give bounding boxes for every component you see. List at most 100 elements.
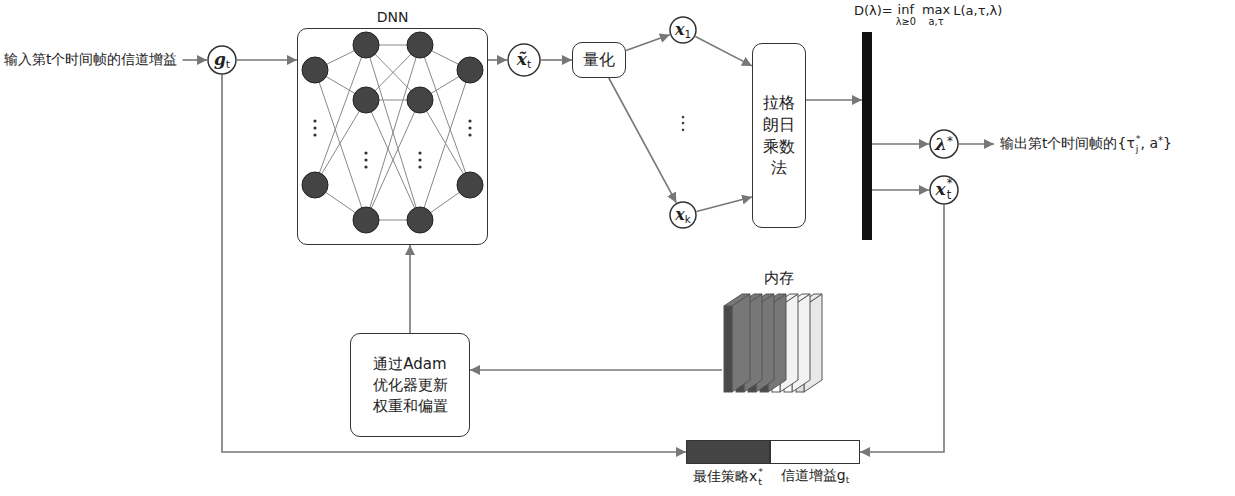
policy-block: 最佳策略x*t <box>686 440 770 464</box>
connector <box>626 35 670 51</box>
connector <box>860 205 944 452</box>
connector <box>237 59 297 61</box>
circle-shape <box>930 176 958 204</box>
dual-bar: D(λ)=infλ≥0maxa,τL(a,τ,λ) <box>862 32 872 240</box>
text-fragment: k <box>685 213 691 225</box>
ellipsis-dot <box>313 133 316 136</box>
script-stack: *j <box>1136 134 1141 153</box>
output-arrow <box>959 143 994 145</box>
node-text: DNN <box>377 9 409 25</box>
text-fragment: * <box>947 178 953 190</box>
text-fragment: 最佳策略x <box>693 468 757 484</box>
connector <box>697 197 753 212</box>
text-fragment: x̃ <box>517 49 527 69</box>
node-text: λ* <box>935 134 953 154</box>
text-fragment: t <box>527 58 531 71</box>
circle-shape <box>670 17 696 43</box>
text-fragment: ⋮ <box>674 112 692 133</box>
ellipsis-dot <box>313 126 316 129</box>
circle-shape <box>930 130 958 158</box>
text-fragment: 输出第t个时间帧的{τ <box>1000 135 1135 151</box>
text-fragment: j <box>1136 144 1141 154</box>
connector <box>541 59 572 61</box>
node-text: 内存 <box>764 269 794 288</box>
variable-circle: xk <box>669 201 697 229</box>
neuron <box>353 207 379 233</box>
connector <box>872 189 929 191</box>
circle-shape <box>508 44 540 76</box>
ellipsis-dot <box>418 165 421 168</box>
connector <box>488 59 507 61</box>
ellipsis-dot <box>364 165 367 168</box>
text-fragment: λ≥0 <box>896 17 916 28</box>
script-stack: *t <box>947 178 953 201</box>
neuron <box>353 32 379 58</box>
variable-circle: gt <box>207 45 237 75</box>
text-fragment: 1 <box>684 28 691 40</box>
neuron <box>353 87 379 113</box>
ellipsis-dot <box>468 126 471 129</box>
node-text: 通过Adam优化器更新权重和偏置 <box>367 354 453 417</box>
text-fragment: 通过Adam优化器更新权重和偏置 <box>373 355 448 415</box>
ellipsis-dot <box>364 151 367 154</box>
neuron <box>302 57 328 83</box>
memory-slab-front <box>724 306 732 392</box>
ellipsis-dot <box>418 158 421 161</box>
node-text: D(λ)=infλ≥0maxa,τL(a,τ,λ) <box>854 3 1002 28</box>
ellipsis-dot <box>313 119 316 122</box>
variable-circle: x̃t <box>507 43 541 77</box>
text-fragment: max <box>922 3 950 17</box>
ellipsis-label: ⋮ <box>674 112 692 133</box>
text-fragment: 信道增益g <box>781 467 846 483</box>
memory-stack: 内存 <box>722 292 836 394</box>
text-fragment: inf <box>898 3 914 17</box>
text-fragment: } <box>1163 135 1172 151</box>
neuron <box>457 57 483 83</box>
node-text: 拉格朗日乘数法 <box>763 92 795 178</box>
text-fragment: * <box>1136 134 1141 144</box>
node-text: x1 <box>675 20 691 40</box>
network-link <box>366 45 420 220</box>
node-text: gt <box>214 49 230 71</box>
neuron <box>407 207 433 233</box>
text-fragment: λ <box>935 134 947 154</box>
text-fragment: a,τ <box>929 17 944 28</box>
text-fragment: t <box>947 190 953 202</box>
connector <box>609 78 677 203</box>
connector <box>695 37 752 66</box>
text-fragment: , a <box>1141 135 1158 151</box>
connector <box>470 369 722 371</box>
neuron <box>302 172 328 198</box>
connector <box>872 143 929 145</box>
network-link <box>366 45 420 220</box>
text-fragment: * <box>758 467 763 477</box>
process-box: 通过Adam优化器更新权重和偏置 <box>350 333 470 437</box>
process-box: DNN <box>297 28 488 245</box>
text-fragment: * <box>947 134 953 148</box>
process-box: 拉格朗日乘数法 <box>752 43 806 228</box>
text-fragment: 内存 <box>764 269 794 287</box>
operator-stack: maxa,τ <box>922 3 950 28</box>
neuron <box>457 172 483 198</box>
text-fragment: * <box>1158 135 1163 146</box>
text-fragment: 输入第t个时间帧的信道增益 <box>4 51 178 67</box>
ellipsis-dot <box>468 119 471 122</box>
text-fragment: x <box>675 20 685 39</box>
ellipsis-dot <box>418 151 421 154</box>
process-box: 量化 <box>572 42 626 78</box>
memory-illustration <box>722 292 836 394</box>
network-link <box>366 100 420 220</box>
text-fragment: L(a,τ,λ) <box>953 3 1002 18</box>
text-fragment: g <box>214 49 226 69</box>
node-text: xk <box>675 205 691 225</box>
operator-stack: infλ≥0 <box>896 3 916 28</box>
text-fragment: x <box>675 205 685 224</box>
text-fragment: D(λ)= <box>854 3 893 18</box>
network-link <box>315 100 366 185</box>
input-arrow <box>183 59 208 61</box>
node-text: 最佳策略x*t <box>693 467 763 486</box>
neuron <box>407 32 433 58</box>
text-fragment: x <box>936 179 946 199</box>
gain-block: 信道增益gt <box>770 440 860 464</box>
